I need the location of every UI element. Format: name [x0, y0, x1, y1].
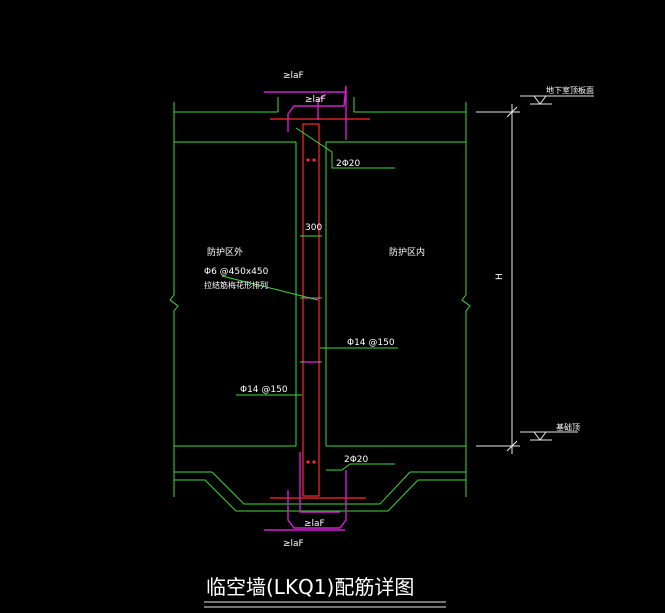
rebar-left-label: Φ14 @150 — [240, 385, 288, 395]
leaders — [221, 127, 398, 471]
lap-length-top-outer: ≥laF — [283, 71, 304, 81]
zone-outside-label: 防护区外 — [207, 246, 243, 258]
wall-thickness-label: 300 — [305, 223, 322, 233]
bars-bottom-label: 2Φ20 — [344, 455, 369, 465]
lap-rebar — [264, 85, 347, 531]
level-top-label: 地下室顶板面 — [546, 85, 594, 95]
level-bottom-label: 基础顶 — [556, 422, 580, 432]
tie-spec-label: Φ6 @450x450 — [204, 267, 269, 277]
height-dimension-label: H — [495, 273, 505, 280]
main-rebar — [270, 118, 370, 499]
structure-outline — [169, 97, 471, 512]
level-marker-top — [520, 95, 594, 105]
lap-length-bottom-inner: ≥laF — [304, 519, 325, 529]
level-marker-bottom — [520, 431, 578, 441]
rebar-right-label: Φ14 @150 — [347, 338, 395, 348]
lap-length-bottom-outer: ≥laF — [283, 539, 304, 549]
bars-top-label: 2Φ20 — [336, 159, 361, 169]
lap-length-top-inner: ≥laF — [305, 95, 326, 105]
tie-note-label: 拉结筋梅花形排列 — [204, 280, 268, 290]
dimension-h — [476, 104, 520, 454]
drawing-title: 临空墙(LKQ1)配筋详图 — [206, 575, 414, 599]
zone-inside-label: 防护区内 — [389, 246, 425, 258]
